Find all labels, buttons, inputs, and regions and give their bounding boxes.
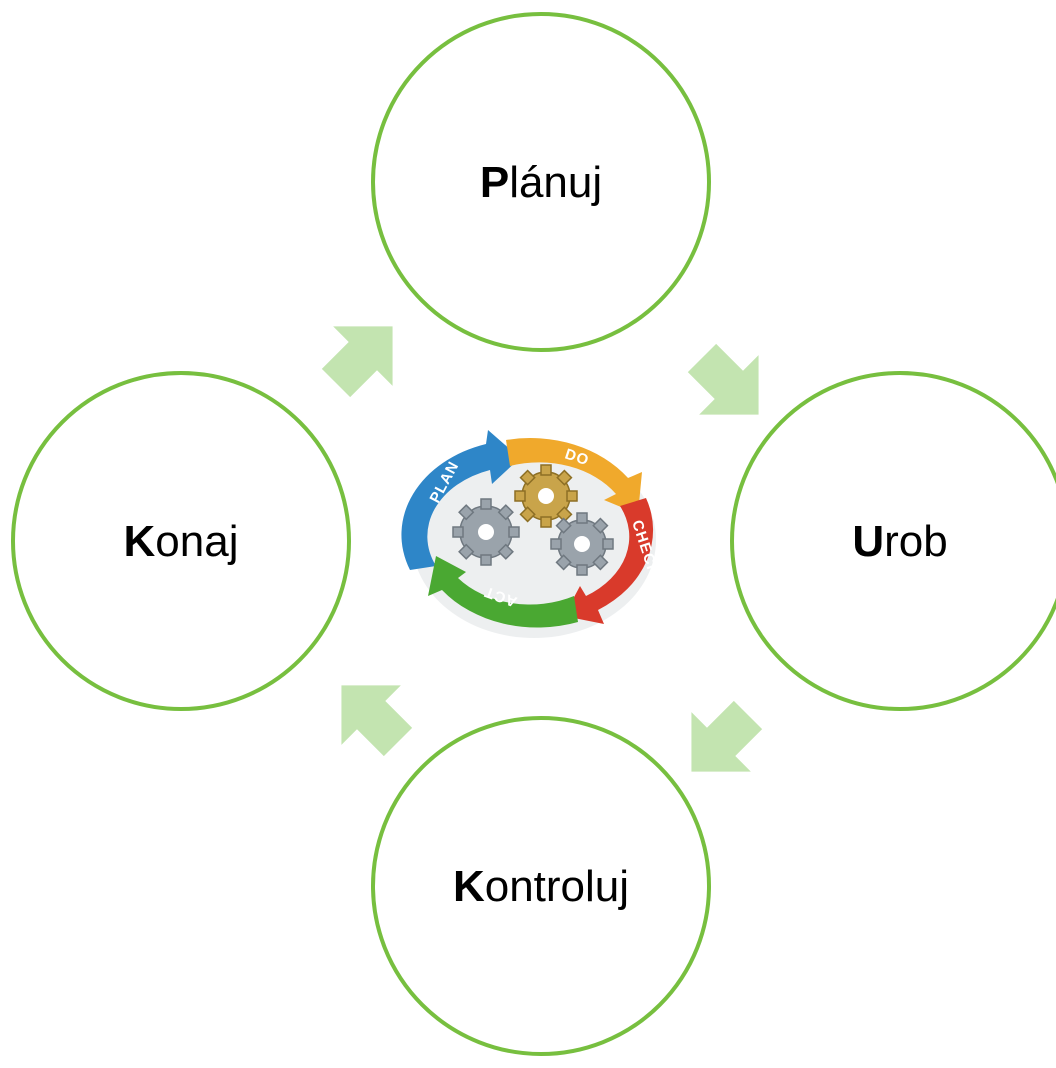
node-konaj-initial: K: [124, 517, 156, 566]
node-urob-initial: U: [852, 517, 884, 566]
pdca-cycle-gears-icon: PLAN DO CHECK ACT: [401, 430, 662, 638]
arrow-planuj-to-urob: [687, 343, 759, 415]
gear-icon-center: [514, 464, 578, 528]
node-kontroluj-label: Kontroluj: [453, 862, 629, 911]
node-urob-rest: rob: [884, 517, 948, 566]
gear-icon-left: [452, 498, 520, 566]
node-urob-circle: [730, 371, 1056, 711]
act-segment: [428, 556, 578, 628]
node-planuj: Plánuj: [371, 12, 711, 352]
node-konaj: Konaj: [11, 371, 351, 711]
node-kontroluj-circle: [371, 716, 711, 1056]
node-kontroluj: Kontroluj: [371, 716, 711, 1056]
node-kontroluj-rest: ontroluj: [485, 862, 629, 911]
arrow-kontroluj-to-konaj: [341, 685, 413, 757]
node-planuj-label: Plánuj: [480, 158, 602, 207]
do-label: DO: [563, 446, 592, 470]
node-urob: Urob: [730, 371, 1056, 711]
gear-icon-right: [550, 512, 614, 576]
arrow-urob-to-kontroluj: [691, 700, 763, 772]
arrow-konaj-to-planuj: [321, 326, 393, 398]
do-segment: [506, 438, 642, 514]
node-urob-label: Urob: [852, 517, 947, 566]
node-konaj-circle: [11, 371, 351, 711]
node-planuj-circle: [371, 12, 711, 352]
connector-arrows: [321, 326, 763, 772]
node-kontroluj-initial: K: [453, 862, 485, 911]
node-konaj-rest: onaj: [155, 517, 238, 566]
node-planuj-rest: lánuj: [509, 158, 602, 207]
node-konaj-label: Konaj: [124, 517, 239, 566]
plan-segment: [401, 430, 520, 570]
node-planuj-initial: P: [480, 158, 509, 207]
check-segment: [564, 498, 654, 624]
